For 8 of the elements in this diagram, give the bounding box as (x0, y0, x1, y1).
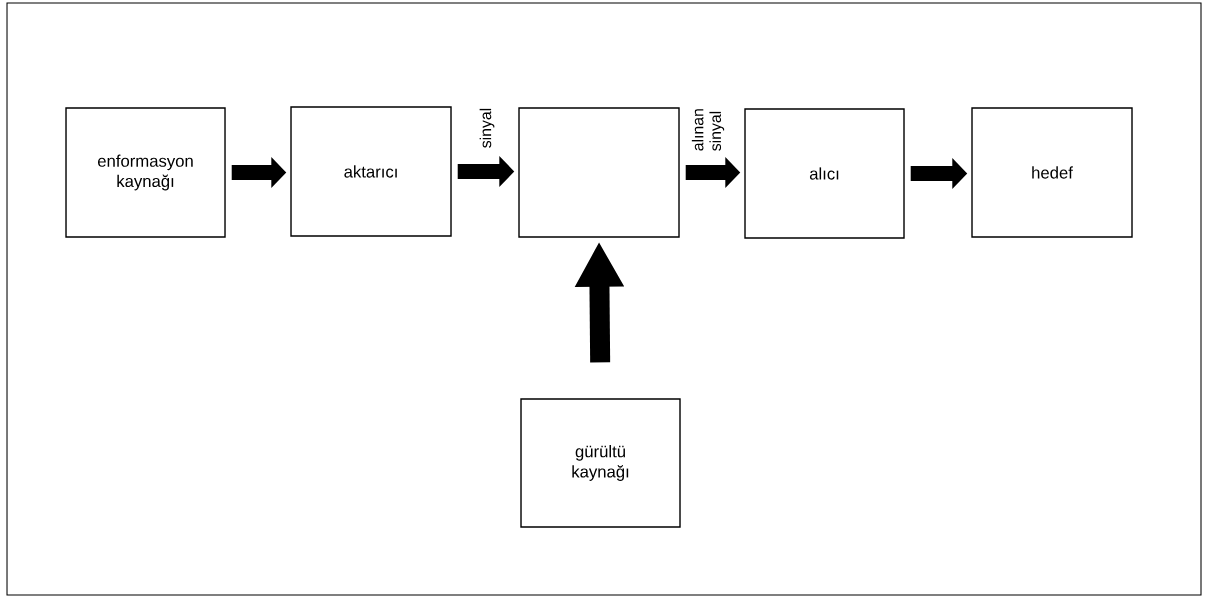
process-box: hedef (971, 107, 1133, 238)
process-box: alıcı (744, 108, 905, 239)
process-box: gürültü kaynağı (520, 398, 681, 528)
empty-box (518, 107, 680, 238)
edge-label: alınan sinyal (690, 107, 726, 153)
process-box: enformasyon kaynağı (65, 107, 226, 238)
process-box: aktarıcı (290, 106, 452, 237)
edge-label: sinyal (477, 104, 497, 150)
